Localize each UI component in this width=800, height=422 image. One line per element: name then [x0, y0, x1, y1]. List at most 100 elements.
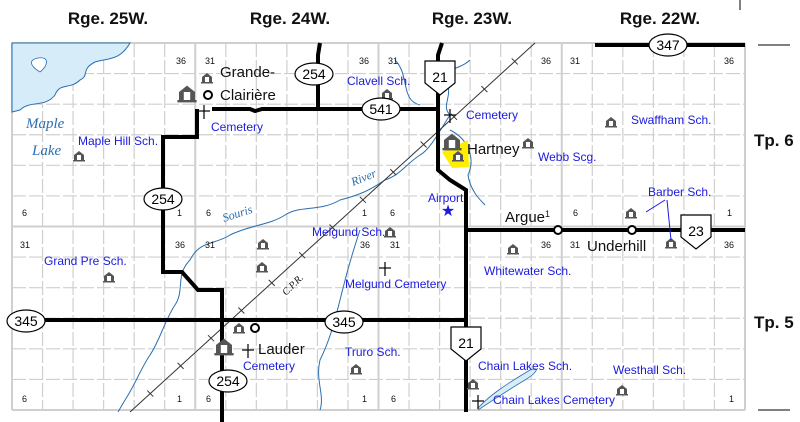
section-number: 31 — [205, 56, 215, 66]
school-icon — [384, 227, 396, 238]
school-icon — [201, 73, 213, 84]
label-maple-lake: Maple — [25, 116, 65, 132]
highway-number: 347 — [656, 37, 680, 53]
label-whitewater-school: Whitewater Sch. — [484, 264, 571, 278]
highway-number: 345 — [14, 313, 38, 329]
section-number: 36 — [724, 240, 734, 250]
town-marker-icon — [203, 90, 213, 100]
town-grande-clairiere: Grande- — [220, 64, 275, 81]
school-icon — [73, 151, 85, 162]
town-marker-icon — [553, 225, 563, 235]
section-number: 36 — [541, 240, 551, 250]
label-melgund-cemetery: Melgund Cemetery — [345, 277, 446, 291]
town-grande-clairiere: Clairière — [220, 87, 276, 104]
label-chain-lakes-cemetery: Chain Lakes Cemetery — [493, 393, 615, 407]
section-number: 31 — [205, 240, 215, 250]
section-number: 1 — [727, 208, 732, 218]
section-number: 31 — [570, 56, 580, 66]
cpr-railway — [129, 42, 536, 413]
highway-254-shield: 254 — [208, 369, 248, 393]
section-number: 6 — [22, 208, 27, 218]
section-number: 31 — [570, 240, 580, 250]
rail-tick — [207, 334, 215, 342]
township-5: Tp. 5 — [754, 313, 794, 332]
highway-21-shield: 21 — [424, 60, 456, 96]
highway-345-shield: 345 — [6, 309, 46, 333]
school-icon — [442, 133, 462, 151]
airport-star-icon: ★ — [441, 203, 455, 220]
road-21 — [436, 42, 468, 412]
section-number: 31 — [388, 56, 398, 66]
highway-number: 21 — [458, 335, 474, 351]
label-souris-river: River — [348, 166, 379, 189]
school-icon — [350, 364, 362, 375]
section-number: 36 — [360, 240, 370, 250]
school-icon — [452, 151, 464, 162]
label-cemetery-lauder: Cemetery — [243, 359, 295, 373]
school-icon — [625, 208, 637, 219]
rail-tick — [389, 168, 397, 176]
highway-number: 541 — [369, 101, 393, 117]
town-argue-sup: 1 — [545, 209, 550, 219]
town-hartney: Hartney — [467, 141, 520, 158]
town-underhill: Underhill — [587, 238, 646, 255]
highway-347-shield: 347 — [648, 33, 688, 57]
highway-number: 254 — [302, 66, 326, 82]
label-swaffham-school: Swaffham Sch. — [631, 113, 711, 127]
school-icon — [616, 385, 628, 396]
cemetery-icon — [242, 344, 254, 358]
highway-number: 23 — [688, 223, 704, 239]
label-melgund-school: Melgund Sch. — [312, 225, 385, 239]
section-number: 1 — [362, 394, 367, 404]
chain-lakes — [477, 368, 537, 411]
road-541 — [212, 107, 440, 114]
label-westhall-school: Westhall Sch. — [613, 363, 686, 377]
range-25w: Rge. 25W. — [68, 9, 148, 28]
souris-river — [117, 59, 486, 413]
rail-tick — [298, 251, 306, 259]
town-lauder: Lauder — [258, 341, 305, 358]
range-23w: Rge. 23W. — [432, 9, 512, 28]
town-marker-icon — [250, 323, 260, 333]
rail-tick — [177, 362, 184, 370]
maple-lake — [11, 42, 131, 113]
label-cpr: C.P.R. — [280, 273, 306, 299]
school-icon — [103, 272, 115, 283]
highway-345-shield: 345 — [324, 310, 364, 334]
road-254-north — [316, 42, 322, 108]
highway-number: 254 — [216, 373, 240, 389]
township-6: Tp. 6 — [754, 131, 794, 150]
label-airport: Airport — [428, 191, 464, 205]
school-icon — [605, 117, 617, 128]
school-icon — [507, 244, 519, 255]
barber-leader-line — [645, 199, 666, 213]
label-webb-siding: Webb Scg. — [538, 150, 596, 164]
section-number: 6 — [573, 208, 578, 218]
rail-tick — [146, 390, 154, 397]
highway-254-shield: 254 — [294, 62, 334, 86]
town-argue-label: Argue — [505, 209, 545, 226]
town-argue: Argue1 — [505, 209, 550, 226]
school-icon — [467, 379, 479, 390]
section-number: 1 — [177, 394, 182, 404]
road-254-west — [161, 109, 224, 422]
cemetery-icon — [444, 109, 456, 123]
label-grand-pre-school: Grand Pre Sch. — [44, 254, 127, 268]
section-number: 1 — [362, 208, 367, 218]
section-number: 31 — [390, 240, 400, 250]
label-chain-lakes-school: Chain Lakes Sch. — [478, 359, 572, 373]
school-icon — [177, 85, 197, 103]
label-cemetery-hartney: Cemetery — [466, 108, 518, 122]
school-icon — [214, 338, 234, 356]
label-clavell-school: Clavell Sch. — [347, 74, 410, 88]
cemetery-icon — [379, 262, 391, 276]
highway-541-shield: 541 — [361, 97, 401, 121]
section-number: 36 — [541, 56, 551, 66]
label-barber-school: Barber Sch. — [648, 185, 711, 199]
label-maple-hill-school: Maple Hill Sch. — [78, 134, 158, 148]
highway-21-shield: 21 — [450, 326, 482, 362]
section-number: 1 — [177, 208, 182, 218]
highway-number: 21 — [432, 69, 448, 85]
label-truro-school: Truro Sch. — [345, 345, 401, 359]
